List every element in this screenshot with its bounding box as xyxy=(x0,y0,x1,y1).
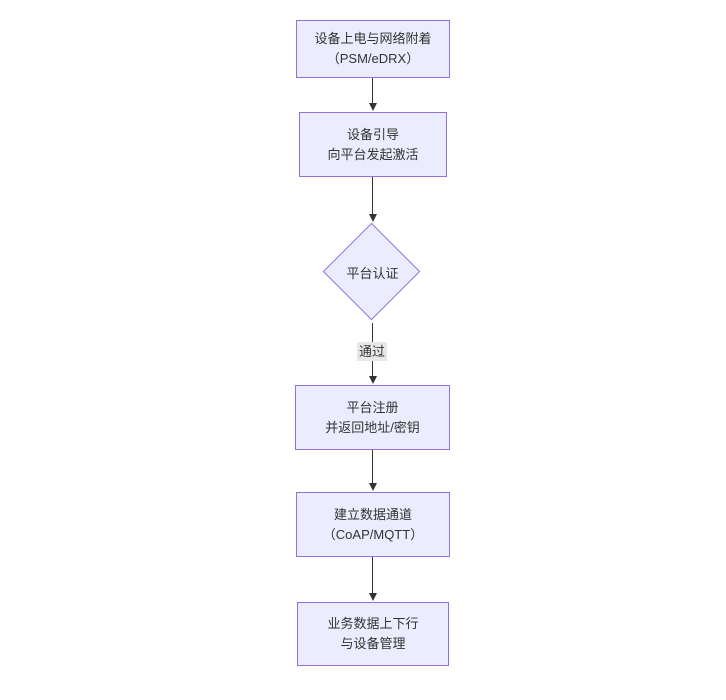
node-text-line: 与设备管理 xyxy=(340,636,406,651)
node-text-line: （PSM/eDRX） xyxy=(326,51,420,66)
node-device-bootstrap-activate: 设备引导 向平台发起激活 xyxy=(299,112,447,177)
node-text-line: 设备引导 xyxy=(346,126,399,142)
node-platform-register: 平台注册 并返回地址/密钥 xyxy=(295,385,450,450)
arrow-down-icon xyxy=(369,376,377,384)
arrow-down-icon xyxy=(369,593,377,601)
node-text-line: 并返回地址/密钥 xyxy=(325,419,420,435)
edge-line xyxy=(372,450,373,484)
arrow-down-icon xyxy=(369,214,377,222)
node-text-line: 平台认证 xyxy=(346,266,399,281)
node-data-channel: 建立数据通道 （CoAP/MQTT） xyxy=(296,492,450,557)
node-text-line: 平台注册 xyxy=(346,399,399,415)
edge-label-pass: 通过 xyxy=(356,342,388,361)
node-device-power-network-attach: 设备上电与网络附着 （PSM/eDRX） xyxy=(296,20,450,78)
decision-platform-auth: 平台认证 xyxy=(322,222,423,323)
node-business-data-device-mgmt: 业务数据上下行 与设备管理 xyxy=(297,602,449,666)
node-text-line: 建立数据通道 xyxy=(333,506,412,522)
edge-line xyxy=(372,78,373,104)
node-text-line: 业务数据上下行 xyxy=(327,616,419,631)
arrow-down-icon xyxy=(369,103,377,111)
edge-line xyxy=(372,557,373,594)
edge-line xyxy=(372,177,373,215)
arrow-down-icon xyxy=(369,483,377,491)
node-text-line: 设备上电与网络附着 xyxy=(314,31,432,46)
node-text-line: 向平台发起激活 xyxy=(327,146,419,162)
node-text-line: （CoAP/MQTT） xyxy=(322,526,424,542)
